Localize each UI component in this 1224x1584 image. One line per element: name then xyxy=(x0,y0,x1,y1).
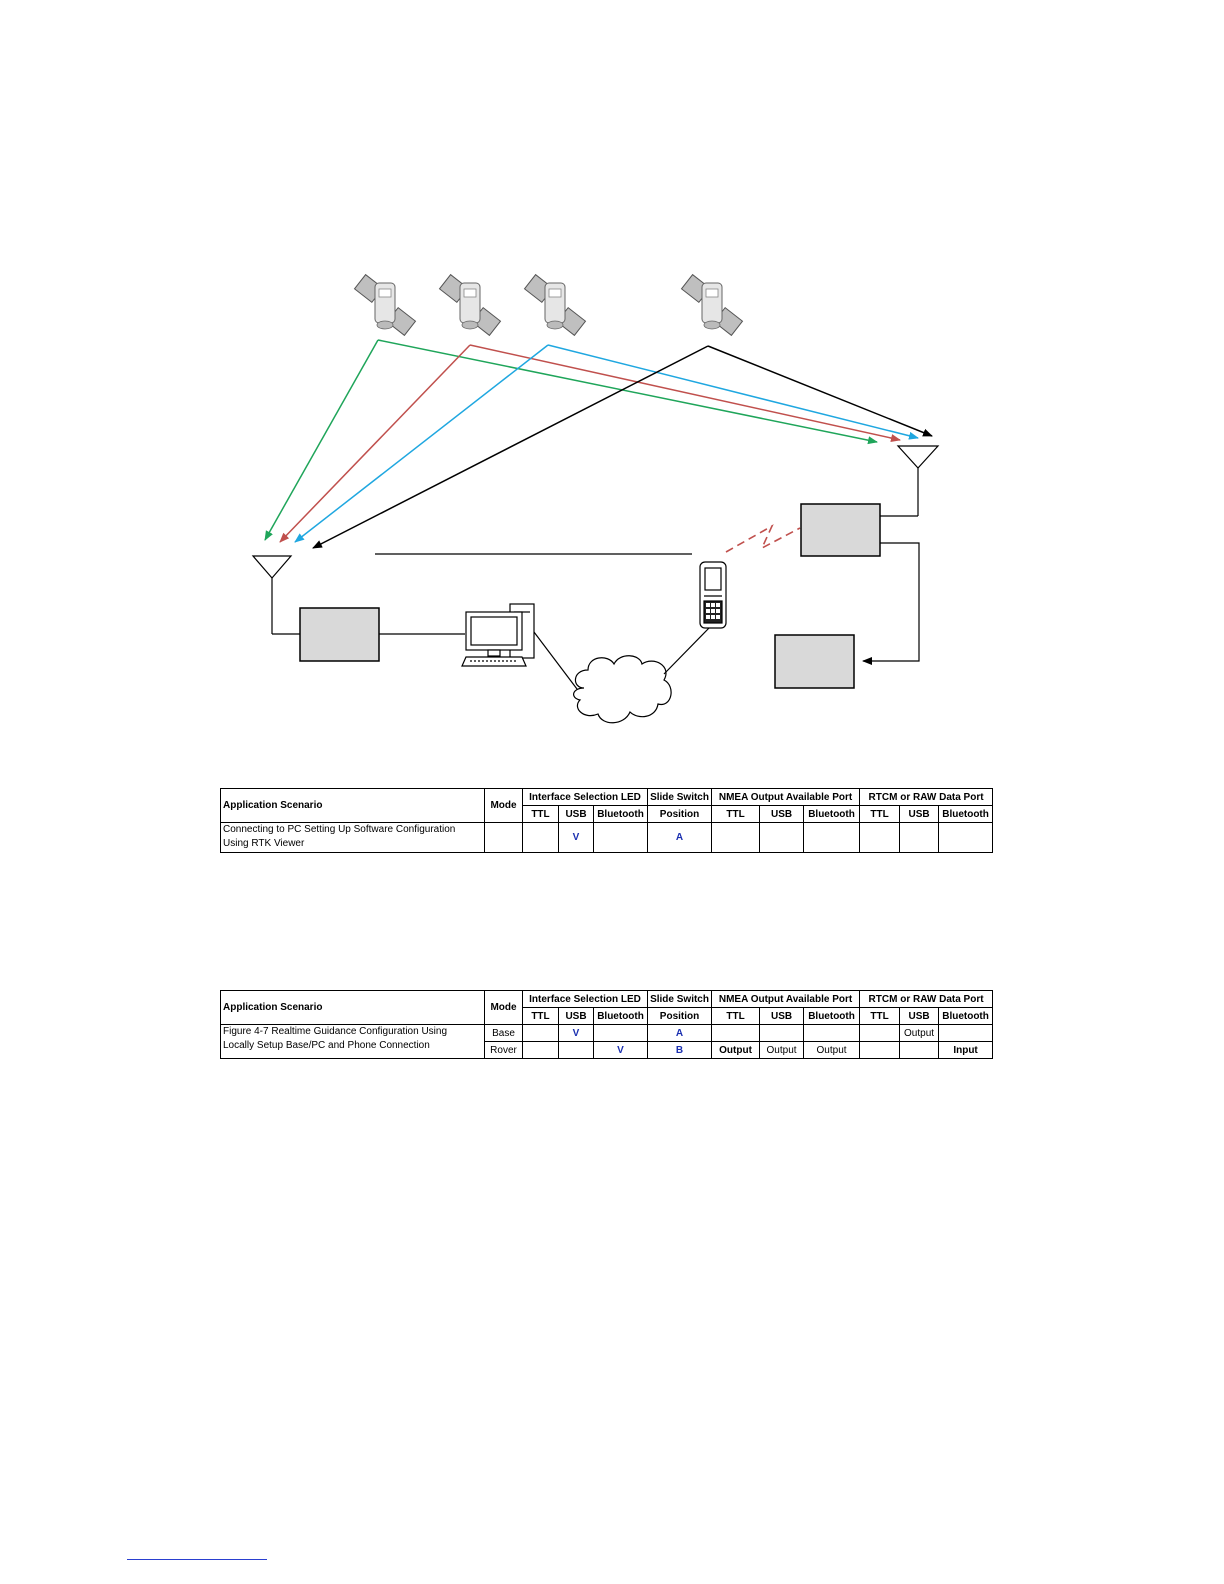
led-ttl-cell xyxy=(522,822,559,853)
satellite-icon xyxy=(524,274,586,336)
led-bluetooth-cell: V xyxy=(592,1041,649,1059)
satellite-icon xyxy=(681,274,743,336)
nmea-usb-cell xyxy=(759,822,805,853)
mode-cell: Base xyxy=(484,1024,523,1042)
signal-black xyxy=(312,345,933,549)
header-interface-led: Interface Selection LED xyxy=(521,990,649,1008)
header-ttl: TTL xyxy=(711,1007,761,1025)
header-usb: USB xyxy=(558,1007,594,1025)
rtcm-bluetooth-cell xyxy=(938,1024,994,1042)
satellite-icon xyxy=(354,274,416,336)
header-rtcm-port: RTCM or RAW Data Port xyxy=(859,788,994,806)
signal-red xyxy=(279,344,901,543)
signal-green xyxy=(264,339,878,541)
nmea-bluetooth-cell xyxy=(803,1024,861,1042)
header-bluetooth: Bluetooth xyxy=(938,805,994,823)
header-slide-switch: Slide Switch xyxy=(647,990,713,1008)
header-bluetooth: Bluetooth xyxy=(938,1007,994,1025)
gnss-rtk-diagram xyxy=(251,274,940,724)
table-row-base: Figure 4-7 Realtime Guidance Configurati… xyxy=(220,1024,994,1059)
cloud-icon xyxy=(573,655,672,724)
desktop-computer-icon xyxy=(461,603,535,667)
led-ttl-cell xyxy=(522,1041,559,1059)
header-nmea-port: NMEA Output Available Port xyxy=(711,990,861,1008)
scenario-line: Using RTK Viewer xyxy=(223,838,305,849)
header-ttl: TTL xyxy=(859,1007,901,1025)
switch-position-cell: B xyxy=(647,1041,713,1059)
nmea-ttl-cell xyxy=(711,822,761,853)
satellite-icon xyxy=(439,274,501,336)
table-row-rover: Rover V B Output Output Output Input xyxy=(221,1041,994,1059)
cloud-to-phone-link xyxy=(663,626,711,675)
mode-cell: Rover xyxy=(484,1041,523,1059)
header-usb: USB xyxy=(759,1007,805,1025)
nmea-usb-cell xyxy=(759,1024,805,1042)
rtcm-bluetooth-cell: Input xyxy=(938,1041,994,1059)
rover-receiver-box xyxy=(800,503,881,557)
nmea-usb-cell: Output xyxy=(759,1041,805,1059)
rtcm-usb-cell xyxy=(899,822,940,853)
config-table-realtime-guidance: Application Scenario Mode Interface Sele… xyxy=(220,990,994,1059)
header-bluetooth: Bluetooth xyxy=(803,805,861,823)
config-table-pc-setup: Application Scenario Mode Interface Sele… xyxy=(220,788,994,853)
scenario-line: Locally Setup Base/PC and Phone Connecti… xyxy=(223,1040,430,1051)
rover-to-device-link xyxy=(862,542,920,665)
nmea-ttl-cell: Output xyxy=(711,1041,761,1059)
header-application-scenario: Application Scenario xyxy=(220,990,485,1025)
header-mode: Mode xyxy=(484,788,523,823)
pc-to-cloud-link xyxy=(533,631,581,694)
header-nmea-port: NMEA Output Available Port xyxy=(711,788,861,806)
scenario-line: Figure 4-7 Realtime Guidance Configurati… xyxy=(223,1026,448,1037)
header-bluetooth: Bluetooth xyxy=(592,805,649,823)
rtcm-ttl-cell xyxy=(859,1041,901,1059)
led-usb-cell xyxy=(558,1041,594,1059)
header-interface-led: Interface Selection LED xyxy=(521,788,649,806)
scenario-line: Connecting to PC Setting Up Software Con… xyxy=(223,824,456,835)
header-usb: USB xyxy=(899,1007,940,1025)
mode-cell xyxy=(484,822,523,853)
header-ttl: TTL xyxy=(711,805,761,823)
wireless-dashed-link xyxy=(725,524,801,553)
nmea-bluetooth-cell xyxy=(803,822,861,853)
antenna-icon xyxy=(251,555,300,635)
header-bluetooth: Bluetooth xyxy=(803,1007,861,1025)
output-device-box xyxy=(774,634,855,689)
led-bluetooth-cell xyxy=(592,822,649,853)
header-usb: USB xyxy=(759,805,805,823)
rtcm-ttl-cell xyxy=(859,1024,901,1042)
header-usb: USB xyxy=(899,805,940,823)
header-mode: Mode xyxy=(484,990,523,1025)
signal-cyan xyxy=(294,344,919,543)
footnote-separator xyxy=(127,1559,267,1560)
led-ttl-cell xyxy=(522,1024,559,1042)
led-usb-cell: V xyxy=(558,1024,594,1042)
mobile-phone-icon xyxy=(699,561,727,629)
nmea-bluetooth-cell: Output xyxy=(803,1041,861,1059)
header-position: Position xyxy=(647,805,713,823)
rtcm-usb-cell: Output xyxy=(899,1024,940,1042)
scenario-cell: Figure 4-7 Realtime Guidance Configurati… xyxy=(220,1024,485,1059)
table-row: Connecting to PC Setting Up Software Con… xyxy=(220,822,994,853)
header-ttl: TTL xyxy=(522,805,559,823)
scenario-cell: Connecting to PC Setting Up Software Con… xyxy=(220,822,485,853)
header-position: Position xyxy=(647,1007,713,1025)
rtcm-bluetooth-cell xyxy=(938,822,994,853)
rtcm-ttl-cell xyxy=(859,822,901,853)
nmea-ttl-cell xyxy=(711,1024,761,1042)
header-ttl: TTL xyxy=(859,805,901,823)
header-bluetooth: Bluetooth xyxy=(592,1007,649,1025)
led-bluetooth-cell xyxy=(592,1024,649,1042)
base-receiver-box xyxy=(299,607,380,662)
header-usb: USB xyxy=(558,805,594,823)
header-rtcm-port: RTCM or RAW Data Port xyxy=(859,990,994,1008)
switch-position-cell: A xyxy=(647,822,713,853)
antenna-icon xyxy=(880,445,940,517)
header-ttl: TTL xyxy=(522,1007,559,1025)
header-application-scenario: Application Scenario xyxy=(220,788,485,823)
header-slide-switch: Slide Switch xyxy=(647,788,713,806)
led-usb-cell: V xyxy=(558,822,594,853)
rtcm-usb-cell xyxy=(899,1041,940,1059)
switch-position-cell: A xyxy=(647,1024,713,1042)
